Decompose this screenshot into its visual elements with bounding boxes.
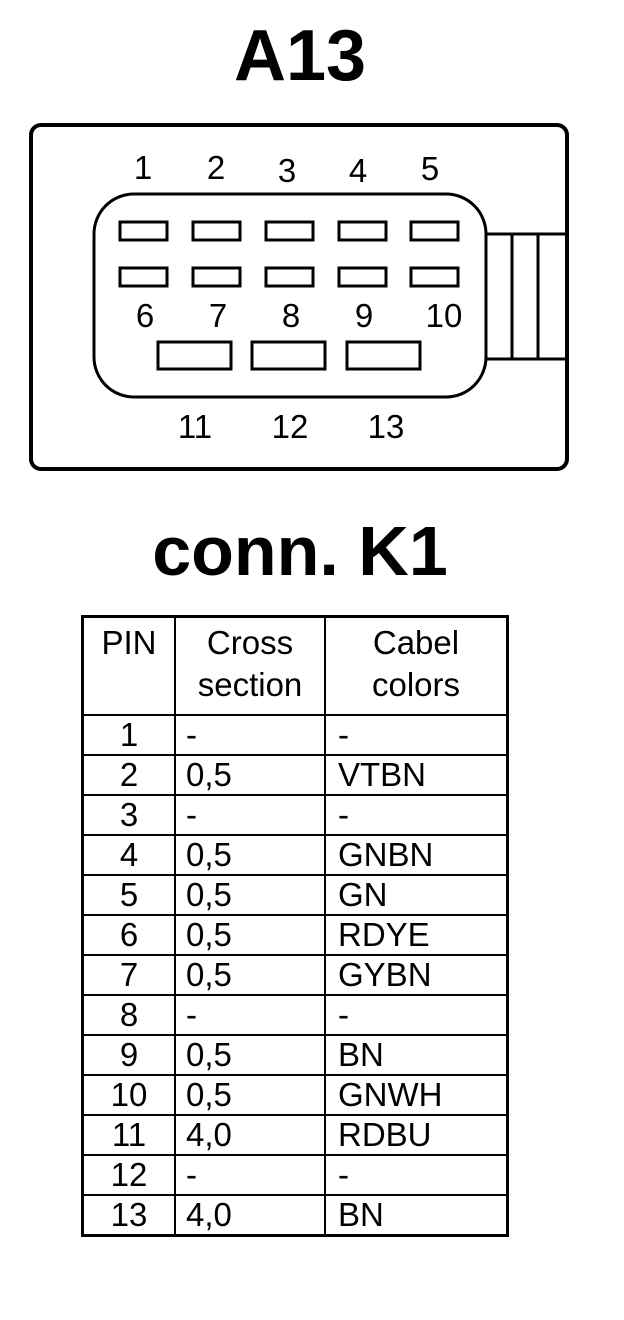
pin-slot-7 [191,266,242,288]
locking-tab [486,232,565,361]
table-cell-pin: 7 [81,954,176,996]
table-cell-pin: 4 [81,834,176,876]
table-cell-col: GYBN [324,954,509,996]
table-cell-pin: 9 [81,1034,176,1076]
table-cell-pin: 10 [81,1074,176,1116]
table-cell-sec: - [174,994,326,1036]
pin-slot-5 [409,220,460,242]
table-header-pin: PIN [81,615,176,716]
table-cell-col: BN [324,1034,509,1076]
table-cell-sec: 0,5 [174,834,326,876]
table-cell-sec: 0,5 [174,1034,326,1076]
pin-number-11: 11 [178,408,212,445]
connector-housing [29,123,569,471]
table-row: 1-- [81,714,509,756]
pin-number-12: 12 [272,408,309,445]
table-cell-sec: - [174,1154,326,1196]
table-cell-pin: 12 [81,1154,176,1196]
table-cell-col: VTBN [324,754,509,796]
pin-slot-6 [118,266,169,288]
pin-slot-9 [337,266,388,288]
table-cell-pin: 8 [81,994,176,1036]
table-cell-sec: 0,5 [174,874,326,916]
pin-slot-1 [118,220,169,242]
table-row: 8-- [81,994,509,1036]
table-cell-pin: 2 [81,754,176,796]
pin-slot-3 [264,220,315,242]
pin-number-9: 9 [355,297,373,334]
connector-label: conn. K1 [152,512,448,590]
table-cell-col: BN [324,1194,509,1237]
pin-slot-8 [264,266,315,288]
table-cell-pin: 1 [81,714,176,756]
table-cell-col: GNBN [324,834,509,876]
pin-slot-2 [191,220,242,242]
table-cell-sec: - [174,794,326,836]
table-cell-sec: 0,5 [174,1074,326,1116]
table-cell-sec: 4,0 [174,1114,326,1156]
pin-slot-13 [345,340,422,371]
table-row: 3-- [81,794,509,836]
pin-slots [118,220,460,371]
pin-number-5: 5 [421,150,439,187]
pin-slot-4 [337,220,388,242]
pin-number-6: 6 [136,297,154,334]
table-cell-pin: 5 [81,874,176,916]
table-cell-col: - [324,714,509,756]
pin-number-4: 4 [349,152,367,189]
table-row: 12-- [81,1154,509,1196]
table-cell-col: RDYE [324,914,509,956]
table-cell-sec: 4,0 [174,1194,326,1237]
table-cell-col: GN [324,874,509,916]
table-cell-sec: 0,5 [174,954,326,996]
table-cell-sec: 0,5 [174,914,326,956]
table-cell-col: - [324,994,509,1036]
table-cell-pin: 11 [81,1114,176,1156]
pin-number-8: 8 [282,297,300,334]
table-cell-pin: 13 [81,1194,176,1237]
pin-slot-12 [250,340,327,371]
pin-number-1: 1 [134,149,152,186]
table-cell-sec: - [174,714,326,756]
table-cell-col: - [324,794,509,836]
pin-block [92,192,488,399]
pin-number-13: 13 [368,408,405,445]
table-cell-col: - [324,1154,509,1196]
table-cell-pin: 3 [81,794,176,836]
table-cell-col: RDBU [324,1114,509,1156]
table-cell-sec: 0,5 [174,754,326,796]
pin-number-10: 10 [426,297,463,334]
table-cell-pin: 6 [81,914,176,956]
table-cell-col: GNWH [324,1074,509,1116]
pin-number-2: 2 [207,149,225,186]
pin-number-3: 3 [278,152,296,189]
component-label: A13 [233,16,367,96]
pin-slot-11 [156,340,233,371]
pin-slot-10 [409,266,460,288]
pin-number-7: 7 [209,297,227,334]
